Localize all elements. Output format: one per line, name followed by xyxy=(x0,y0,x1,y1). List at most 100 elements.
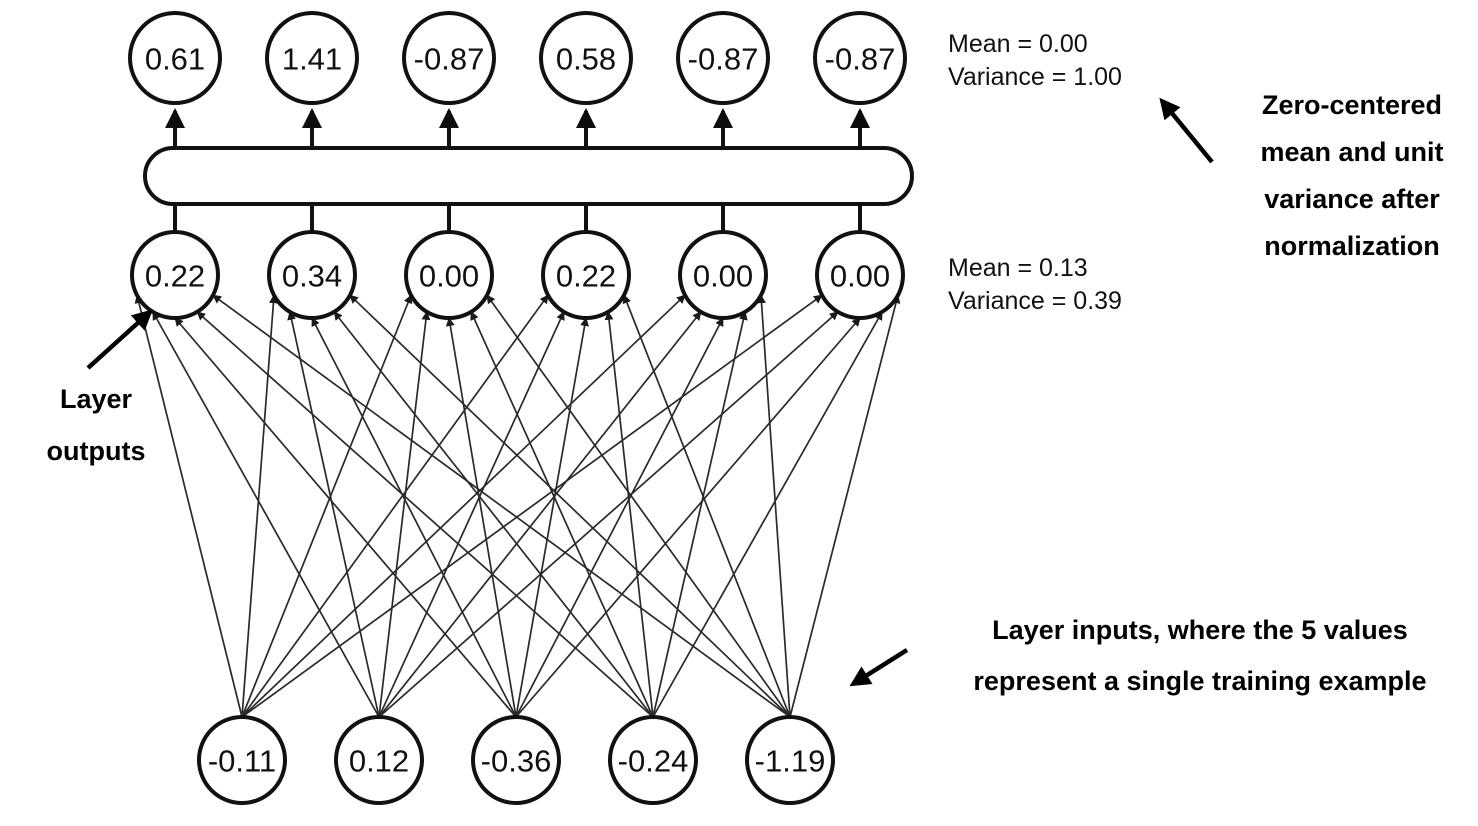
stats-output-variance: Variance = 1.00 xyxy=(948,63,1122,91)
edge-input-3-to-hidden-6 xyxy=(515,317,861,718)
output-node-circle-3[interactable] xyxy=(402,11,496,105)
output-node-5[interactable]: -0.87 xyxy=(676,11,770,105)
hidden-node-5[interactable]: 0.00 xyxy=(678,230,768,320)
edge-input-2-to-hidden-1 xyxy=(152,311,380,718)
edge-input-1-to-hidden-3 xyxy=(241,294,413,718)
edge-input-2-to-hidden-3 xyxy=(378,310,431,718)
stems-hidden-to-box xyxy=(173,204,862,232)
annotation-layer-inputs: Layer inputs, where the 5 values represe… xyxy=(973,615,1427,696)
stats-hidden-variance: Variance = 0.39 xyxy=(948,287,1122,315)
input-node-3[interactable]: -0.36 xyxy=(471,715,561,805)
annotation-layer-outputs: Layer outputs xyxy=(46,384,146,466)
hidden-node-value-2: 0.34 xyxy=(282,259,342,294)
input-node-value-2: 0.12 xyxy=(349,744,409,779)
hidden-node-4[interactable]: 0.22 xyxy=(541,230,631,320)
edge-input-3-to-hidden-1 xyxy=(174,317,517,718)
output-node-value-3: -0.87 xyxy=(414,42,485,77)
input-node-circle-3[interactable] xyxy=(471,715,561,805)
annotation-arrow-right xyxy=(1159,97,1214,164)
output-node-4[interactable]: 0.58 xyxy=(539,11,633,105)
edge-input-5-to-hidden-5 xyxy=(757,294,791,718)
edge-input-3-to-hidden-2 xyxy=(311,317,517,718)
annotation-zero-centered: Zero-centered mean and unit variance aft… xyxy=(1260,90,1444,261)
edges-input-to-hidden xyxy=(134,294,901,718)
edge-input-4-to-hidden-3 xyxy=(470,311,654,718)
output-node-6[interactable]: -0.87 xyxy=(813,11,907,105)
hidden-node-circle-3[interactable] xyxy=(404,230,494,320)
edge-input-2-to-hidden-4 xyxy=(378,311,565,718)
input-node-1[interactable]: -0.11 xyxy=(197,715,287,805)
edge-input-5-to-hidden-1 xyxy=(212,294,791,718)
stats-layer-outputs: Mean = 0.13 Variance = 0.39 xyxy=(948,252,1122,318)
edge-input-4-to-hidden-5 xyxy=(652,310,748,718)
hidden-node-value-4: 0.22 xyxy=(556,259,616,294)
node-group-layer-inputs: -0.11 0.12 -0.36 -0.24 -1.19 xyxy=(197,715,835,805)
edge-input-3-to-hidden-4 xyxy=(515,317,589,718)
process-box-rect[interactable] xyxy=(143,146,914,206)
stats-output-mean: Mean = 0.00 xyxy=(948,30,1088,58)
output-node-circle-4[interactable] xyxy=(539,11,633,105)
edge-input-4-to-hidden-1 xyxy=(196,311,654,718)
stats-hidden-mean: Mean = 0.13 xyxy=(948,254,1088,282)
output-node-circle-2[interactable] xyxy=(265,11,359,105)
process-box[interactable] xyxy=(143,146,914,206)
input-node-circle-5[interactable] xyxy=(745,715,835,805)
edge-input-2-to-hidden-6 xyxy=(378,311,839,718)
output-node-value-1: 0.61 xyxy=(145,42,205,77)
stems-box-to-output xyxy=(165,108,870,148)
annotation-arrow-bottom xyxy=(849,648,909,687)
output-node-circle-6[interactable] xyxy=(813,11,907,105)
annotation-arrow-left xyxy=(86,309,154,370)
input-node-5[interactable]: -1.19 xyxy=(745,715,835,805)
edge-input-5-to-hidden-4 xyxy=(622,294,791,718)
hidden-node-6[interactable]: 0.00 xyxy=(815,230,905,320)
stats-normalized-outputs: Mean = 0.00 Variance = 1.00 xyxy=(948,28,1122,94)
edge-input-5-to-hidden-2 xyxy=(349,294,791,718)
edge-input-2-to-hidden-5 xyxy=(378,311,702,718)
output-node-circle-5[interactable] xyxy=(676,11,770,105)
edge-input-1-to-hidden-4 xyxy=(241,294,549,718)
edge-input-1-to-hidden-1 xyxy=(134,294,243,718)
edge-input-1-to-hidden-6 xyxy=(241,294,823,718)
input-node-circle-4[interactable] xyxy=(608,715,698,805)
edge-input-5-to-hidden-3 xyxy=(486,294,791,718)
edge-input-3-to-hidden-3 xyxy=(445,317,517,718)
input-node-value-4: -0.24 xyxy=(618,744,689,779)
output-node-2[interactable]: 1.41 xyxy=(265,11,359,105)
hidden-node-circle-4[interactable] xyxy=(541,230,631,320)
edge-input-3-to-hidden-5 xyxy=(515,317,724,718)
annotation-arrows xyxy=(86,97,1214,687)
node-group-normalized-outputs: 0.61 1.41 -0.87 0.58 -0.87 -0.87 xyxy=(128,11,907,105)
output-node-value-6: -0.87 xyxy=(825,42,896,77)
input-node-value-3: -0.36 xyxy=(481,744,552,779)
output-node-value-5: -0.87 xyxy=(688,42,759,77)
output-node-1[interactable]: 0.61 xyxy=(128,11,222,105)
output-node-value-2: 1.41 xyxy=(282,42,342,77)
hidden-node-3[interactable]: 0.00 xyxy=(404,230,494,320)
input-node-value-5: -1.19 xyxy=(755,744,826,779)
output-node-circle-1[interactable] xyxy=(128,11,222,105)
input-node-4[interactable]: -0.24 xyxy=(608,715,698,805)
hidden-node-value-3: 0.00 xyxy=(419,259,479,294)
output-node-3[interactable]: -0.87 xyxy=(402,11,496,105)
node-group-layer-outputs: 0.22 0.34 0.00 0.22 0.00 0.00 xyxy=(130,230,905,320)
hidden-node-value-6: 0.00 xyxy=(830,259,890,294)
input-node-value-1: -0.11 xyxy=(208,744,276,779)
edge-input-1-to-hidden-2 xyxy=(241,294,278,718)
output-node-value-4: 0.58 xyxy=(556,42,616,77)
edge-input-4-to-hidden-4 xyxy=(604,310,654,718)
hidden-node-circle-6[interactable] xyxy=(815,230,905,320)
hidden-node-2[interactable]: 0.34 xyxy=(267,230,357,320)
hidden-node-circle-5[interactable] xyxy=(678,230,768,320)
edge-input-2-to-hidden-2 xyxy=(287,310,380,718)
hidden-node-circle-1[interactable] xyxy=(130,230,220,320)
input-node-circle-2[interactable] xyxy=(334,715,424,805)
hidden-node-1[interactable]: 0.22 xyxy=(130,230,220,320)
hidden-node-value-5: 0.00 xyxy=(693,259,753,294)
hidden-node-circle-2[interactable] xyxy=(267,230,357,320)
input-node-circle-1[interactable] xyxy=(197,715,287,805)
hidden-node-value-1: 0.22 xyxy=(145,259,205,294)
input-node-2[interactable]: 0.12 xyxy=(334,715,424,805)
